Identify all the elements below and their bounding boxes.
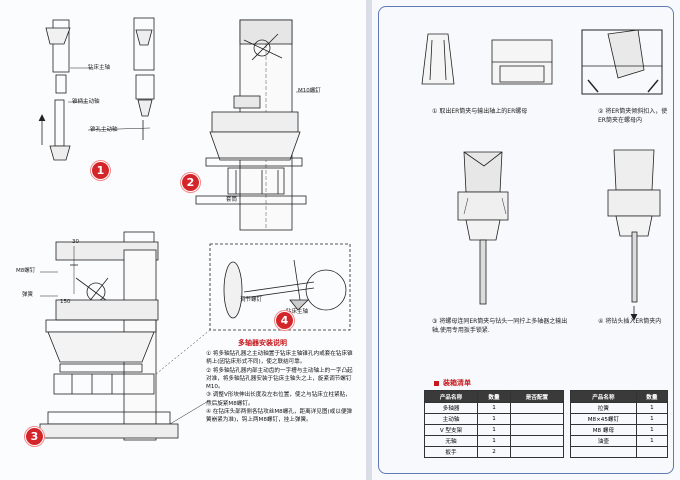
caption-text: 将钻头插入ER筒夹内 <box>605 318 662 325</box>
table-cell: 1 <box>477 402 511 414</box>
right-technical-drawings <box>421 29 663 321</box>
step-badge-1: 1 <box>92 162 109 179</box>
instruction-step: ③ 调整V形块伸出长度及左右位置，使之与钻床立柱紧贴，然后旋紧M8螺钉。 <box>206 392 351 407</box>
label-drill-spindle-2: 钻床主轴 <box>286 309 309 315</box>
table-cell: M8 螺母 <box>570 424 637 436</box>
step-badge-3: 3 <box>26 428 43 445</box>
table-cell <box>570 446 637 458</box>
table-header: 数量 <box>635 390 669 403</box>
table-cell: 1 <box>477 413 511 425</box>
caption-text: 将ER筒夹倾斜扣入，使ER筒夹在螺母内 <box>598 108 668 124</box>
table-cell: 1 <box>635 413 669 425</box>
table-cell <box>509 435 565 447</box>
table-cell: 1 <box>635 435 669 447</box>
table-cell <box>509 413 565 425</box>
caption-1: ① 取出ER筒夹与输出轴上的ER螺母 <box>432 108 552 117</box>
table-cell: 1 <box>635 402 669 414</box>
table-cell <box>509 424 565 436</box>
table-row: 多轴器 1 <box>423 402 565 414</box>
table-cell: 油壶 <box>570 435 637 447</box>
instruction-step: ② 将多轴钻孔器内部主动齿的一字槽与主动轴上的一字凸起对准，将多轴钻孔器安装于钻… <box>206 367 353 391</box>
table-row: M8 螺母 1 <box>570 424 669 436</box>
table-cell <box>635 446 669 458</box>
table-cell: 主动轴 <box>423 413 479 425</box>
label-m10-screw: M10螺钉 <box>298 88 321 94</box>
bullet-icon <box>434 380 439 386</box>
right-page-border <box>378 6 674 474</box>
instructions-list: ① 将多轴钻孔器之主动轴置于钻床主轴锥孔内或套在钻床锥柄上(因钻床形式不同)，使… <box>206 350 356 425</box>
caption-text: 将螺母连同ER筒夹与钻头一同拧上多轴器之输出轴,使用专用扳手锁紧. <box>432 318 568 334</box>
caption-number: ① <box>432 108 438 115</box>
label-quill-sleeve: 套筒 <box>226 197 238 203</box>
label-taper-shank-spindle: 锥柄主动轴 <box>72 99 100 105</box>
table-header: 是否配置 <box>509 390 565 403</box>
instruction-step: ① 将多轴钻孔器之主动轴置于钻床主轴锥孔内或套在钻床锥柄上(因钻床形式不同)，使… <box>206 351 353 366</box>
packing-table-right: 产品名称 数量 拉簧 1 M8×45螺钉 1 M8 螺母 1 油壶 1 <box>570 390 669 458</box>
label-drill-spindle: 钻床主轴 <box>88 65 111 71</box>
table-row: 油壶 1 <box>570 435 669 447</box>
caption-3: ③ 将螺母连同ER筒夹与钻头一同拧上多轴器之输出轴,使用专用扳手锁紧. <box>432 318 572 335</box>
table-cell: 多轴器 <box>423 402 479 414</box>
table-row: 无轴 1 <box>423 435 565 447</box>
table-cell <box>509 402 565 414</box>
caption-number: ④ <box>598 318 604 325</box>
instruction-step: ④ 在钻床头部两侧各钻攻丝M8螺孔，距离详见图(或以便弹簧崩紧为准)，钩上两M8… <box>206 409 353 424</box>
packing-list-title: 装箱清单 <box>434 378 471 388</box>
table-cell: 扳手 <box>423 446 479 458</box>
table-header: 产品名称 <box>423 390 479 403</box>
label-dim-150: 150 <box>60 299 71 305</box>
caption-number: ② <box>598 108 604 115</box>
left-technical-drawings <box>38 17 351 441</box>
step-badge-2: 2 <box>182 174 199 191</box>
table-cell: 2 <box>477 446 511 458</box>
table-cell: 1 <box>477 435 511 447</box>
step-badge-4: 4 <box>276 312 293 329</box>
caption-2: ② 将ER筒夹倾斜扣入，使ER筒夹在螺母内 <box>598 108 672 125</box>
packing-list-title-text: 装箱清单 <box>443 379 471 387</box>
label-m8-screw: M8螺钉 <box>16 268 36 274</box>
label-dim-30: 30 <box>72 239 79 245</box>
label-spring: 弹簧 <box>22 292 34 298</box>
caption-4: ④ 将钻头插入ER筒夹内 <box>598 318 674 327</box>
table-cell: 1 <box>477 424 511 436</box>
table-cell: 无轴 <box>423 435 479 447</box>
table-cell: V 型支架 <box>423 424 479 436</box>
label-adjust-screw: 调节螺钉 <box>240 297 263 303</box>
table-row: 主动轴 1 <box>423 413 565 425</box>
table-cell: M8×45螺钉 <box>570 413 637 425</box>
table-cell <box>509 446 565 458</box>
table-row <box>570 446 669 458</box>
label-taper-hole-spindle: 锥孔主动轴 <box>90 127 118 133</box>
table-row: 扳手 2 <box>423 446 565 458</box>
table-header: 产品名称 <box>570 390 637 403</box>
caption-number: ③ <box>432 318 438 325</box>
caption-text: 取出ER筒夹与输出轴上的ER螺母 <box>439 108 528 115</box>
table-row: 拉簧 1 <box>570 402 669 414</box>
table-row: M8×45螺钉 1 <box>570 413 669 425</box>
packing-table-left: 产品名称 数量 是否配置 多轴器 1 主动轴 1 V 型支架 1 无轴 1 扳手… <box>423 390 565 458</box>
table-row: V 型支架 1 <box>423 424 565 436</box>
left-page: 钻床主轴 锥柄主动轴 锥孔主动轴 M10螺钉 套筒 M8螺钉 弹簧 30 150… <box>0 0 366 480</box>
table-cell: 1 <box>635 424 669 436</box>
instructions-title: 多轴器安装说明 <box>238 339 287 347</box>
table-header: 数量 <box>477 390 511 403</box>
table-cell: 拉簧 <box>570 402 637 414</box>
